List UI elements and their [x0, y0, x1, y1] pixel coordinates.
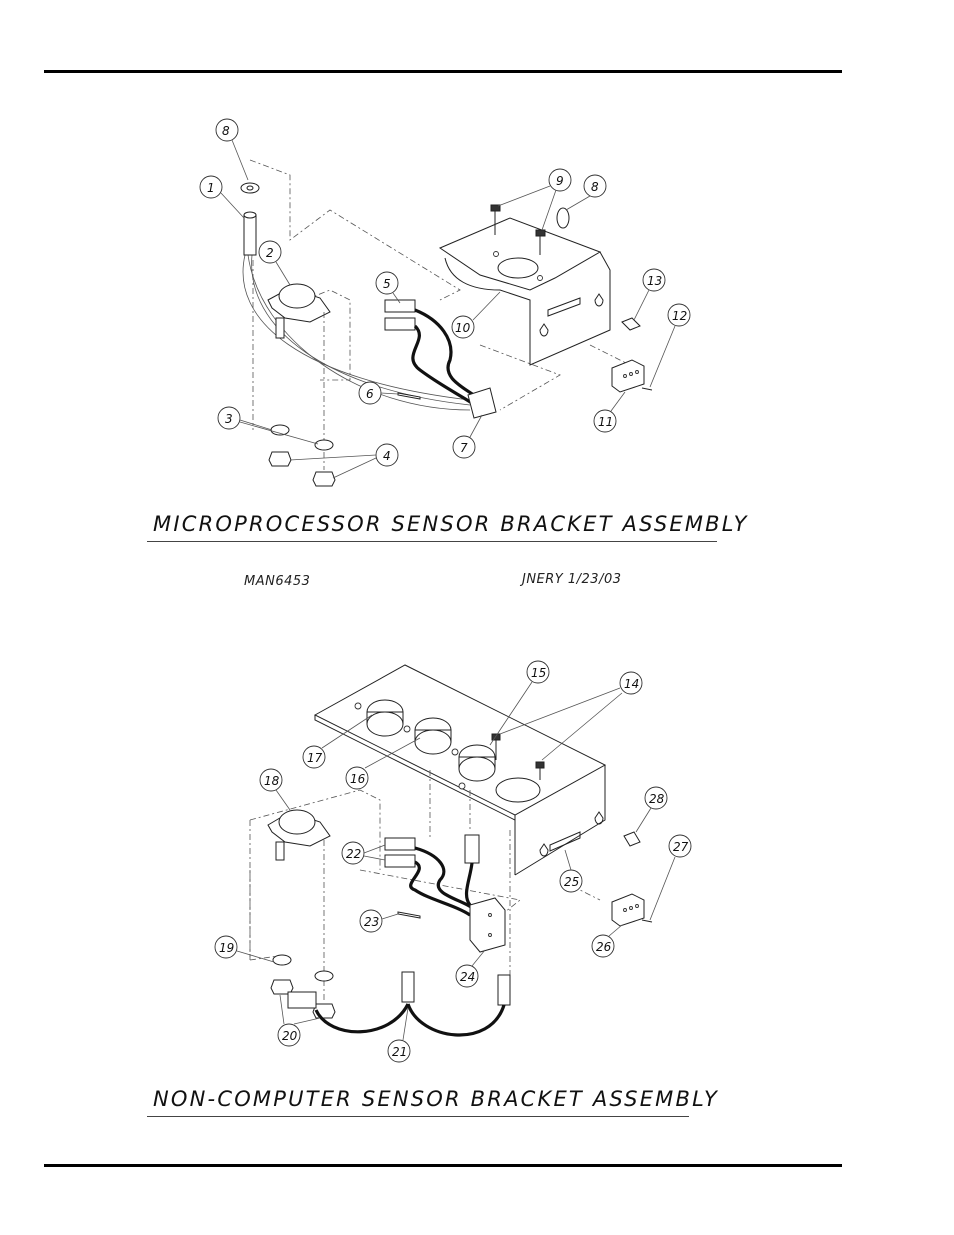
callout-8a: 8 — [222, 124, 230, 138]
callout-11: 11 — [598, 415, 613, 429]
drawing-number: MAN6453 — [244, 574, 311, 589]
callout-23: 23 — [364, 915, 379, 929]
callout-10: 10 — [455, 321, 471, 335]
bottom-callouts: 15 14 17 16 18 28 27 22 25 23 26 19 24 2… — [214, 660, 692, 1063]
callout-9: 9 — [556, 174, 564, 188]
non-computer-bracket-drawing — [249, 664, 653, 1037]
top-title-underline — [147, 541, 717, 542]
callout-14: 14 — [624, 677, 639, 691]
callout-6: 6 — [366, 387, 374, 401]
top-rule — [44, 70, 842, 73]
top-callouts: 8 1 2 5 10 6 3 4 7 9 8 13 12 11 — [199, 118, 691, 479]
bottom-assembly-title: NON-COMPUTER SENSOR BRACKET ASSEMBLY — [153, 1087, 720, 1111]
callout-19: 19 — [219, 941, 234, 955]
callout-7: 7 — [460, 441, 468, 455]
callout-1: 1 — [207, 181, 215, 195]
callout-2: 2 — [266, 246, 274, 260]
callout-22: 22 — [346, 847, 361, 861]
callout-18: 18 — [264, 774, 280, 788]
top-assembly-title: MICROPROCESSOR SENSOR BRACKET ASSEMBLY — [153, 512, 749, 536]
drafter-date: JNERY 1/23/03 — [522, 572, 622, 587]
callout-16: 16 — [350, 772, 366, 786]
microprocessor-bracket-drawing — [240, 159, 653, 487]
callout-25: 25 — [564, 875, 579, 889]
callout-5: 5 — [383, 277, 391, 291]
callout-8b: 8 — [591, 180, 599, 194]
callout-17: 17 — [307, 751, 323, 765]
callout-28: 28 — [649, 792, 665, 806]
callout-24: 24 — [460, 970, 475, 984]
callout-26: 26 — [596, 940, 612, 954]
callout-21: 21 — [392, 1045, 407, 1059]
callout-12: 12 — [672, 309, 687, 323]
callout-4: 4 — [383, 449, 391, 463]
callout-20: 20 — [282, 1029, 298, 1043]
callout-3: 3 — [225, 412, 233, 426]
bottom-title-underline — [147, 1116, 689, 1117]
callout-15: 15 — [531, 666, 546, 680]
callout-13: 13 — [647, 274, 662, 288]
bottom-rule — [44, 1164, 842, 1167]
callout-27: 27 — [673, 840, 689, 854]
